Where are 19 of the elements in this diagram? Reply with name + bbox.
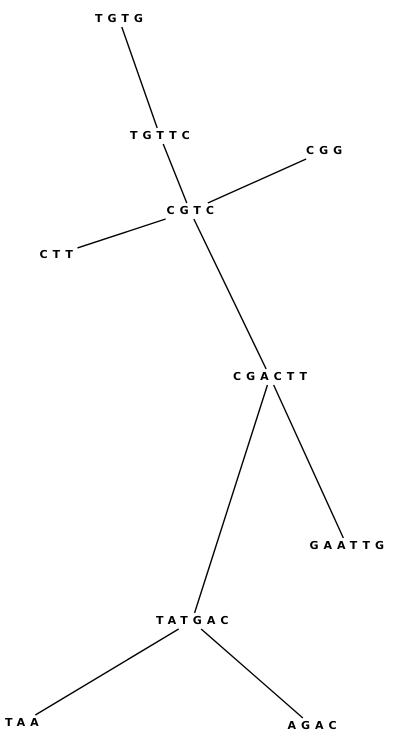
sequence-label: CGACTT: [228, 369, 312, 385]
sequence-label: TAA: [0, 715, 44, 731]
tree-branch: [77, 218, 166, 249]
sequence-label: AGAC: [282, 718, 342, 734]
sequence-label: GAATTG: [304, 538, 389, 554]
tree-branch: [34, 628, 180, 716]
sequence-label: TGTG: [90, 11, 148, 27]
tree-branch: [200, 628, 304, 719]
tree-branch: [121, 26, 158, 128]
sequence-label: CGG: [301, 143, 348, 159]
sequence-label: TGTTC: [125, 128, 195, 144]
tree-branch: [194, 384, 268, 614]
tree-branch: [208, 158, 306, 204]
tree-branch: [193, 218, 267, 370]
sequence-label: TATGAC: [151, 613, 234, 629]
sequence-label: CTT: [34, 247, 78, 263]
sequence-label: CGTC: [162, 203, 219, 219]
tree-branch: [273, 384, 344, 538]
tree-branch: [162, 144, 188, 204]
